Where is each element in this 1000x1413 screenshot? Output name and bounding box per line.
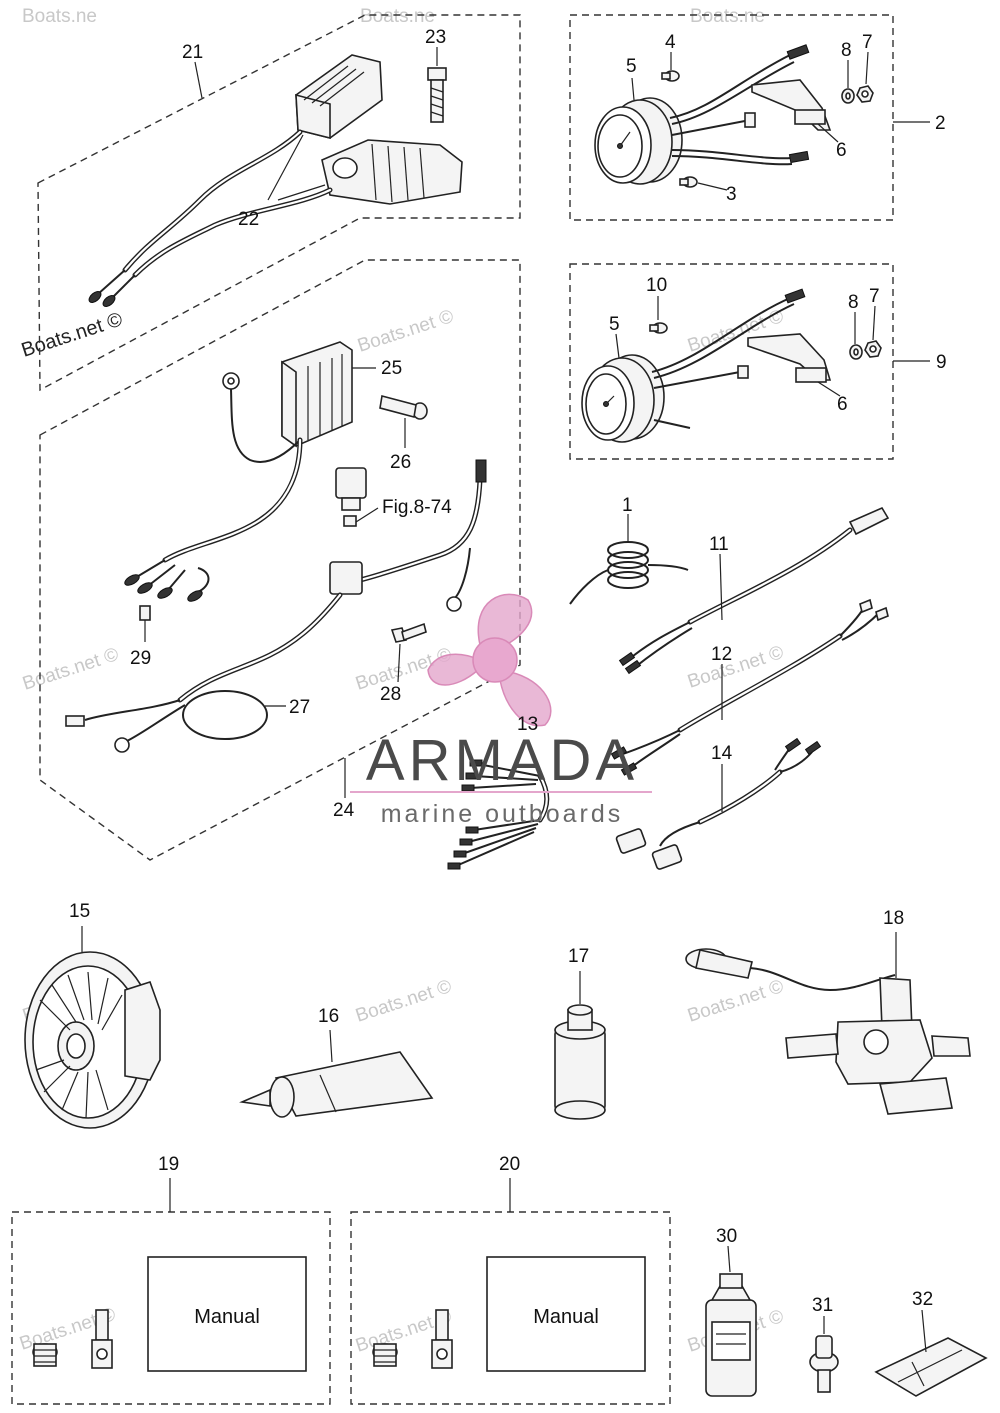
- nut-7-b[interactable]: [864, 340, 882, 358]
- callout-29: 29: [130, 648, 151, 669]
- callout-16: 16: [318, 1006, 339, 1027]
- manual-label: Manual: [194, 1306, 260, 1328]
- callout-27: 27: [289, 697, 310, 718]
- drain-plug-20[interactable]: [372, 1343, 398, 1367]
- callout-28: 28: [380, 684, 401, 705]
- group-24-box: [39, 259, 521, 861]
- callout-15: 15: [69, 901, 90, 922]
- callout-9: 9: [936, 352, 947, 373]
- group-19-box: [11, 1211, 331, 1405]
- propeller-hub: [472, 637, 518, 683]
- wire-lead-14[interactable]: [615, 737, 822, 870]
- wire-lead-12[interactable]: [610, 598, 889, 776]
- terminal-29[interactable]: [139, 605, 151, 621]
- owners-manual-19[interactable]: Manual: [147, 1256, 307, 1372]
- callout-18: 18: [883, 908, 904, 929]
- callout-19: 19: [158, 1154, 179, 1175]
- grease-tube-16[interactable]: [239, 1051, 434, 1118]
- callout-1: 1: [622, 495, 633, 516]
- owners-manual-20[interactable]: Manual: [486, 1256, 646, 1372]
- callout-32: 32: [912, 1289, 933, 1310]
- callout-14: 14: [711, 743, 733, 764]
- flywheel-cover-15[interactable]: [24, 951, 161, 1129]
- spring-1[interactable]: [569, 541, 689, 605]
- callout-31: 31: [812, 1295, 833, 1316]
- watermark: Boats.net ©: [685, 976, 786, 1027]
- callout-25: 25: [381, 358, 402, 379]
- propeller-blade: [427, 653, 481, 686]
- callout-24: 24: [333, 800, 355, 821]
- callout-30: 30: [716, 1226, 737, 1247]
- brand-tagline: marine outboards: [381, 800, 624, 828]
- group-2-box: [569, 14, 894, 221]
- bulb-10[interactable]: [649, 322, 668, 334]
- watermark: Boats.ne: [690, 6, 765, 27]
- bracket-6[interactable]: [751, 79, 832, 131]
- figure-reference: Fig.8-74: [382, 497, 452, 518]
- bulb-3[interactable]: [679, 176, 698, 188]
- pouch-32[interactable]: [874, 1337, 988, 1397]
- callout-20: 20: [499, 1154, 520, 1175]
- callout-8: 8: [841, 40, 852, 61]
- brand-logo: ARMADA marine outboards: [350, 593, 652, 828]
- wire-lead-11[interactable]: [618, 506, 890, 675]
- wiring-harness-27[interactable]: [65, 459, 487, 753]
- watermark: Boats.ne: [22, 6, 97, 27]
- fuel-connector-18[interactable]: [685, 948, 971, 1115]
- callout-6: 6: [836, 140, 847, 161]
- gauge[interactable]: [581, 288, 806, 443]
- spark-plug-20[interactable]: [431, 1309, 453, 1369]
- watermark: Boats.net ©: [353, 976, 454, 1027]
- bracket-6-b[interactable]: [747, 333, 832, 383]
- callout-26: 26: [390, 452, 411, 473]
- manual-label: Manual: [533, 1306, 599, 1328]
- callout-10: 10: [646, 275, 667, 296]
- bolt-26[interactable]: [379, 395, 428, 420]
- propeller-blade: [477, 593, 533, 651]
- oil-can-17[interactable]: [554, 1004, 606, 1120]
- tachometer-gauge[interactable]: [594, 44, 810, 185]
- additive-bottle-30[interactable]: [705, 1273, 757, 1397]
- watermarks: Boats.ne Boats.ne Boats.ne Boats.net © B…: [17, 6, 786, 1357]
- spark-plug-19[interactable]: [91, 1309, 113, 1369]
- rectifier-25[interactable]: [123, 341, 353, 603]
- callout-4: 4: [665, 32, 676, 53]
- fuse-holder[interactable]: [335, 467, 367, 527]
- callout-12: 12: [711, 644, 732, 665]
- bolt-28[interactable]: [390, 622, 427, 643]
- callout-2: 2: [935, 113, 946, 134]
- callout-7: 7: [862, 32, 873, 53]
- washer-8[interactable]: [841, 88, 855, 104]
- callout-5: 5: [626, 56, 637, 77]
- harness-13[interactable]: [447, 759, 550, 870]
- callout-labels: 21 23 22 4 5 8 7 2 6 3 10 5 8 7 9 6 25 2…: [69, 27, 947, 1316]
- watermark: Boats.net ©: [20, 644, 121, 695]
- propeller-blade: [499, 671, 552, 727]
- callout-17: 17: [568, 946, 589, 967]
- callout-8b: 8: [848, 292, 859, 313]
- bolt-23[interactable]: [427, 67, 447, 123]
- bulb-4[interactable]: [661, 70, 680, 82]
- watermark: Boats.net ©: [355, 306, 456, 357]
- fitting-31[interactable]: [809, 1335, 839, 1393]
- callout-21: 21: [182, 42, 203, 63]
- callout-6b: 6: [837, 394, 848, 415]
- group-21-box: [37, 14, 521, 392]
- callout-11: 11: [709, 534, 729, 555]
- callout-7b: 7: [869, 286, 880, 307]
- nut-7[interactable]: [856, 85, 874, 103]
- ignition-coil-assembly[interactable]: [87, 54, 463, 309]
- watermark-dark: Boats.net ©: [19, 308, 126, 361]
- callout-23: 23: [425, 27, 446, 48]
- washer-8-b[interactable]: [849, 344, 863, 360]
- callout-5b: 5: [609, 314, 620, 335]
- drain-plug-19[interactable]: [32, 1343, 58, 1367]
- watermark: Boats.net ©: [685, 642, 786, 693]
- brand-name: ARMADA: [366, 728, 638, 793]
- watermark: Boats.ne: [360, 6, 435, 27]
- callout-22: 22: [238, 209, 259, 230]
- callout-13: 13: [517, 714, 538, 735]
- callout-3: 3: [726, 184, 737, 205]
